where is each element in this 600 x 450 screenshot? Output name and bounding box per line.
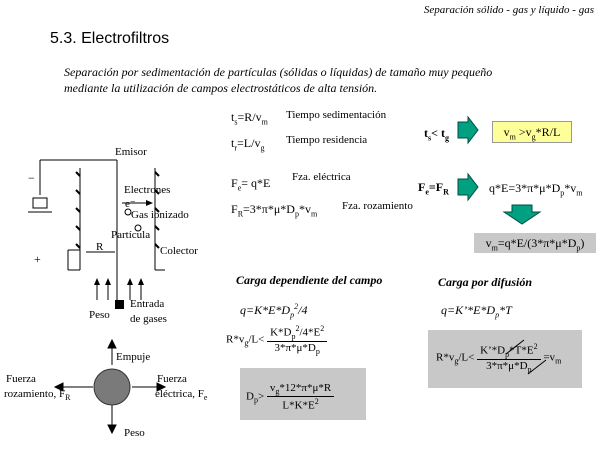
eq-q-difusion: q=K’*E*Dp*T bbox=[441, 303, 512, 320]
label-gas-ionizado: Gas ionizado bbox=[131, 209, 189, 221]
eq-fe: Fe= q*E bbox=[231, 176, 271, 193]
label-fuerza-rozamiento: rozamiento, FR bbox=[4, 388, 71, 403]
eq-q-campo: q=K*E*Dp2/4 bbox=[240, 302, 308, 320]
label-fza-rozamiento: Fza. rozamiento bbox=[342, 200, 413, 212]
ground-box bbox=[32, 197, 48, 209]
label-e-minus: e⁻ bbox=[125, 198, 136, 210]
collector-hatching bbox=[75, 171, 160, 249]
cancel-strikes bbox=[505, 339, 547, 375]
label-tiempo-residencia: Tiempo residencia bbox=[286, 134, 368, 146]
eq-fe-eq-fr: Fe=FR bbox=[418, 180, 449, 197]
eq-ts-lt-tg: ts< tg bbox=[424, 126, 449, 143]
page-title: 5.3. Electrofiltros bbox=[50, 30, 170, 47]
intro-text: Separación por sedimentación de partícul… bbox=[64, 64, 492, 96]
label-particula: Partícula bbox=[111, 229, 151, 241]
label-peso-bottom: Peso bbox=[124, 427, 145, 439]
label-colector: Colector bbox=[160, 245, 198, 257]
label-de-gases: de gases bbox=[130, 313, 167, 325]
label-plus: + bbox=[34, 252, 41, 266]
eq-vm-result-box: vm=q*E/(3*π*μ*Dp) bbox=[474, 233, 596, 253]
label-fuerza-right: Fuerza bbox=[157, 373, 187, 385]
eq-vm-gt-box: vm >vg*R/L bbox=[492, 121, 572, 143]
eq-fr: FR=3*π*μ*Dp*vm bbox=[231, 202, 318, 219]
page-header: Separación sólido - gas y líquido - gas bbox=[423, 4, 594, 16]
heading-carga-difusion: Carga por difusión bbox=[438, 275, 533, 289]
intro-line-1: Separación por sedimentación de partícul… bbox=[64, 65, 493, 79]
particle-dot bbox=[134, 224, 142, 232]
green-arrow-1 bbox=[457, 115, 479, 145]
label-electrones: Electrones bbox=[124, 184, 171, 196]
label-emisor: Emisor bbox=[115, 146, 147, 158]
electron-dot bbox=[124, 208, 132, 216]
label-R: R bbox=[96, 241, 104, 253]
label-fza-electrica: Fza. eléctrica bbox=[292, 171, 351, 183]
label-entrada: Entrada bbox=[130, 298, 165, 310]
label-fuerza-electrica: eléctrica, Fe bbox=[155, 388, 208, 403]
intro-line-2: mediante la utilización de campos electr… bbox=[64, 81, 378, 95]
label-peso-top: Peso bbox=[89, 309, 110, 321]
green-arrow-down bbox=[502, 204, 542, 225]
eq-ts: ts=R/vm bbox=[231, 110, 268, 127]
particle-sphere bbox=[93, 368, 131, 406]
force-arrows bbox=[53, 338, 167, 435]
label-empuje: Empuje bbox=[116, 351, 151, 363]
heading-carga-campo: Carga dependiente del campo bbox=[236, 273, 383, 287]
eq-tr: tr=L/vg bbox=[231, 136, 265, 153]
label-fuerza-left: Fuerza bbox=[6, 373, 36, 385]
eq-qE-balance: q*E=3*π*μ*Dp*vm bbox=[489, 181, 583, 198]
label-minus: − bbox=[28, 171, 35, 185]
gas-inlet-block bbox=[115, 300, 124, 309]
label-tiempo-sedimentacion: Tiempo sedimentación bbox=[286, 109, 387, 121]
green-arrow-2 bbox=[457, 172, 479, 202]
